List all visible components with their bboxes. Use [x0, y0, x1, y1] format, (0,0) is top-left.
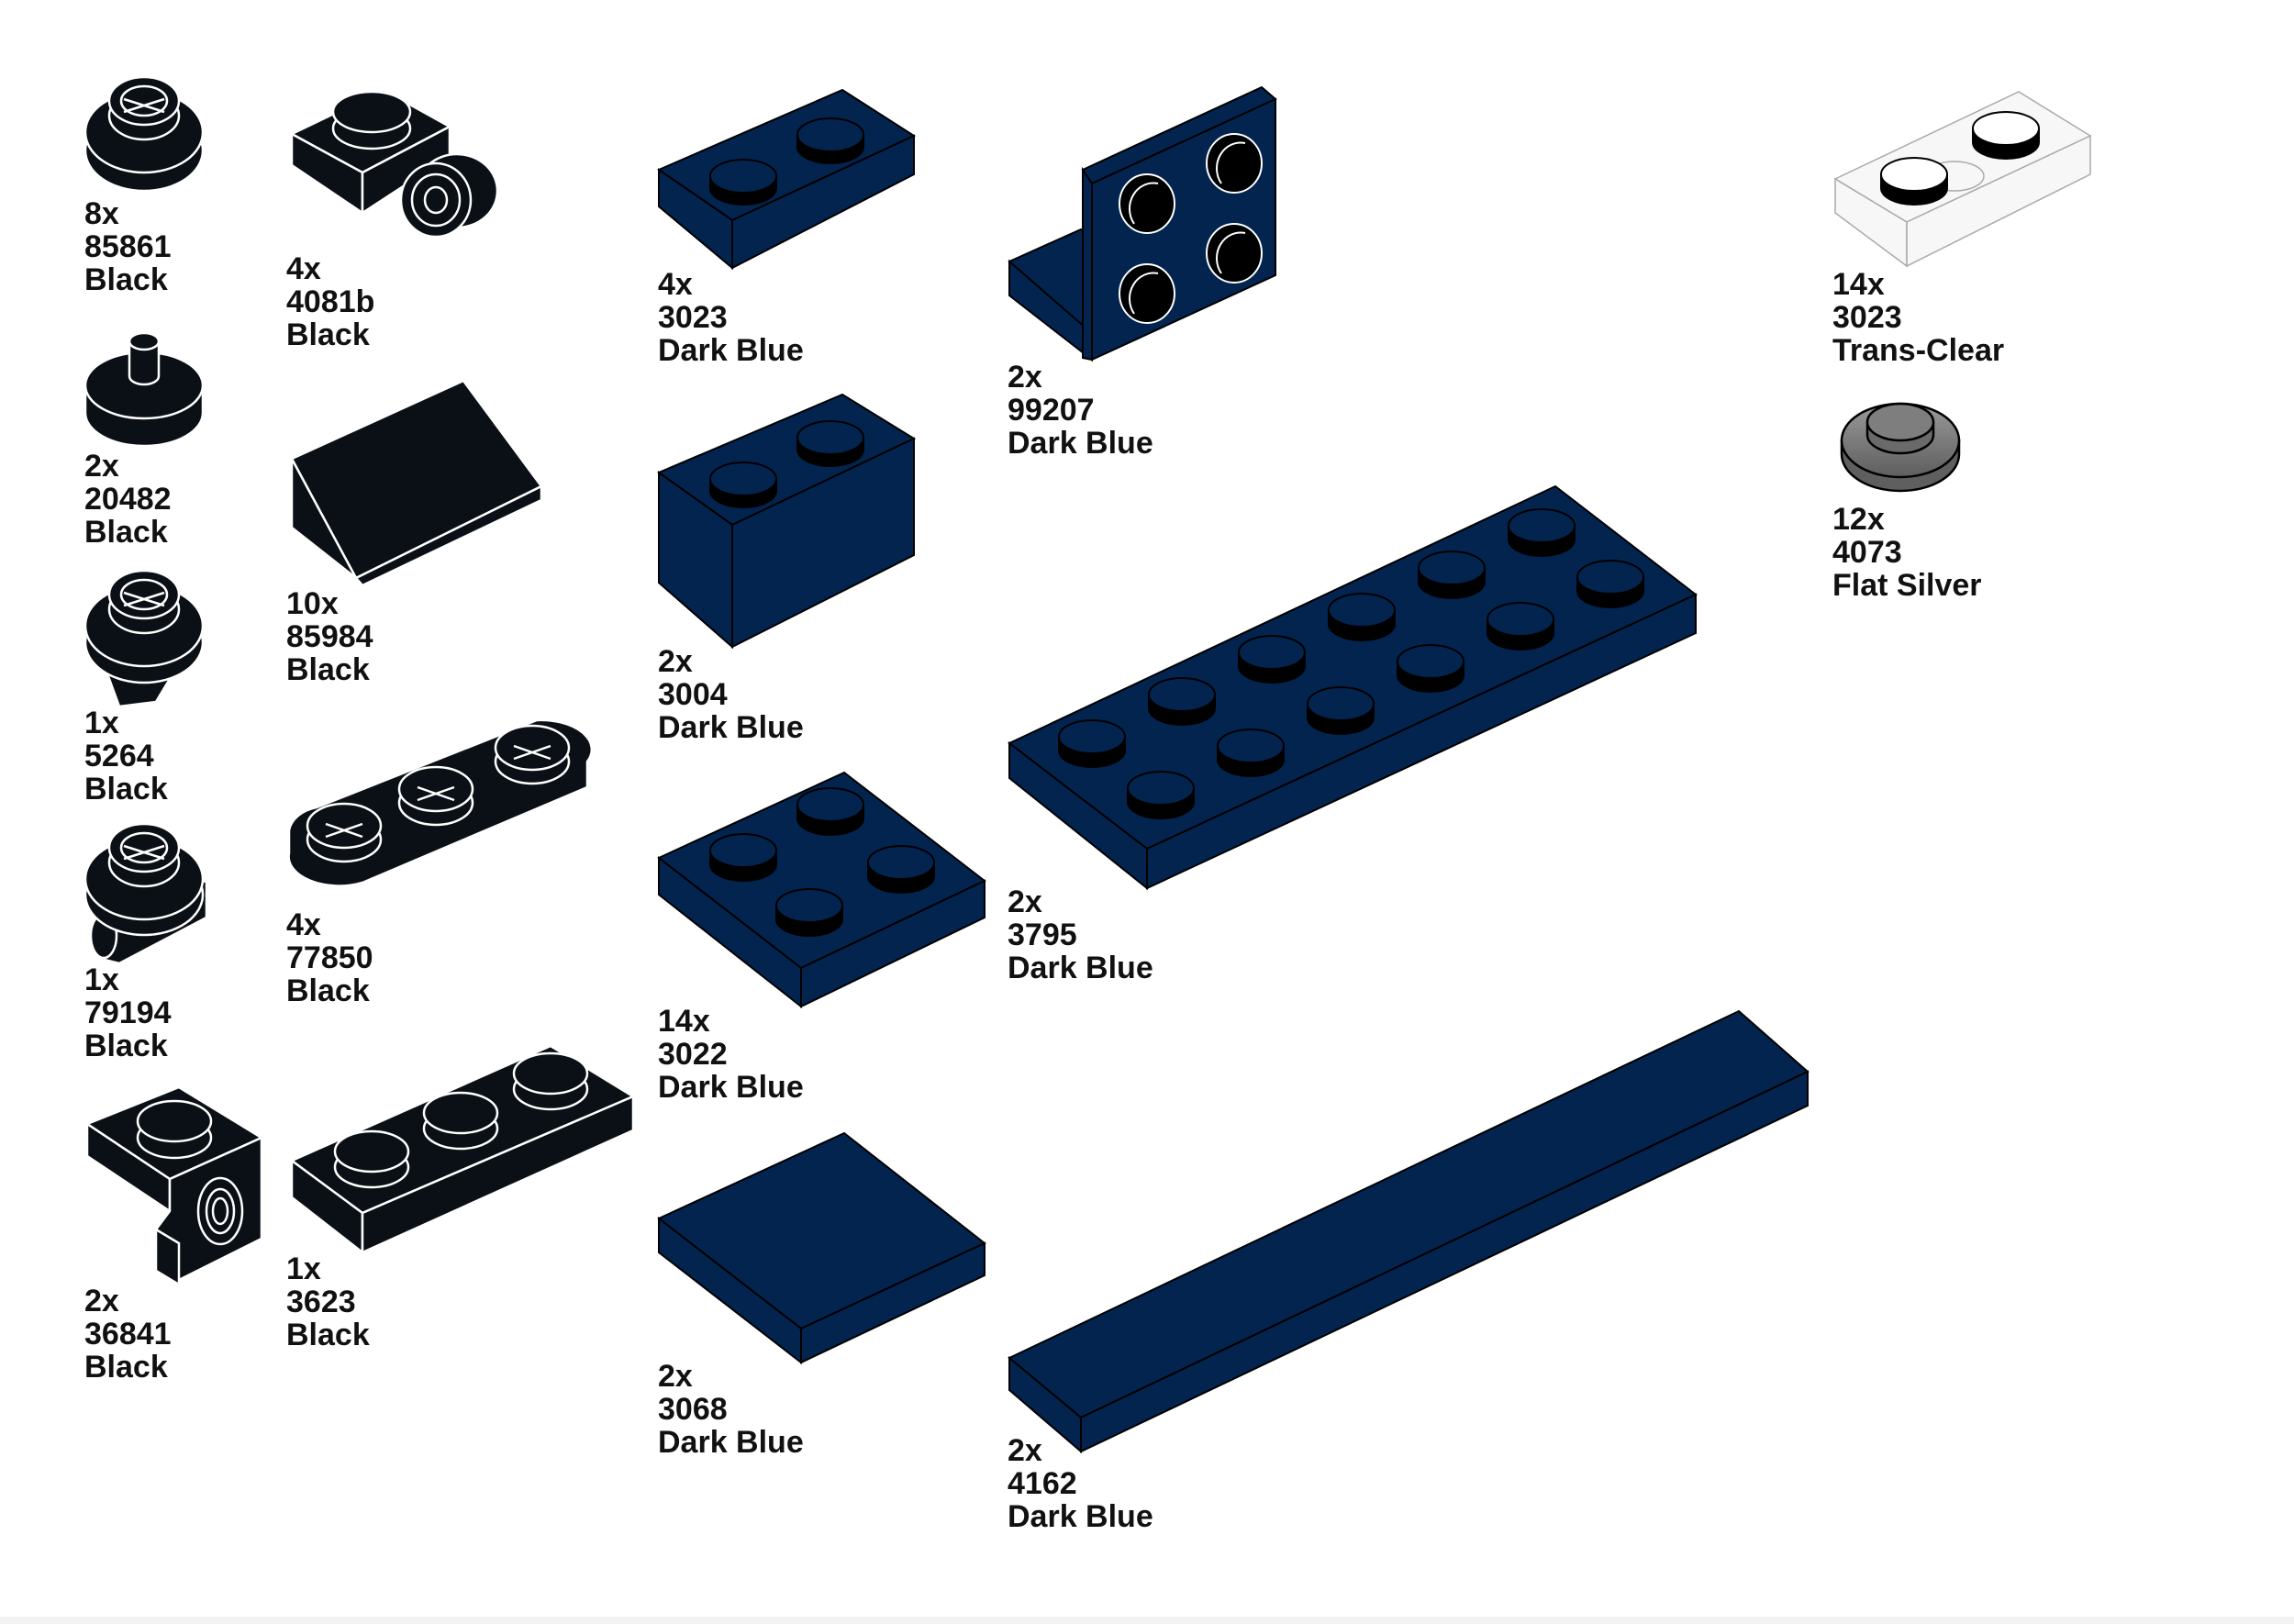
part-qty: 2x	[84, 1284, 119, 1318]
part-number: 5264	[84, 739, 154, 773]
part-qty: 2x	[84, 449, 119, 484]
part-label-79194: 1x 79194 Black	[84, 963, 172, 1062]
part-3022-icon	[657, 771, 986, 1009]
part-color: Dark Blue	[1008, 951, 1153, 985]
part-3068-icon	[657, 1131, 986, 1365]
part-qty: 2x	[1008, 360, 1042, 395]
part-label-4162: 2x 4162 Dark Blue	[1008, 1434, 1153, 1533]
part-color: Trans-Clear	[1832, 333, 2005, 368]
part-85861-icon	[84, 75, 205, 193]
part-number: 3068	[658, 1392, 728, 1427]
part-color: Black	[84, 1029, 168, 1063]
part-4073-icon	[1840, 402, 1961, 493]
part-99207-icon	[1008, 85, 1277, 362]
part-color: Black	[84, 515, 168, 550]
part-color: Dark Blue	[658, 333, 804, 368]
part-color: Dark Blue	[658, 1070, 804, 1105]
part-3795-icon	[1008, 484, 1698, 891]
part-qty: 10x	[286, 586, 339, 621]
part-qty: 1x	[84, 962, 119, 997]
part-number: 79194	[84, 996, 172, 1030]
part-3023-trans-clear-studs	[1880, 111, 2040, 206]
part-color: Dark Blue	[1008, 426, 1153, 461]
part-qty: 14x	[1832, 267, 1885, 302]
part-qty: 4x	[286, 251, 321, 286]
part-color: Dark Blue	[1008, 1499, 1153, 1534]
part-number: 4162	[1008, 1466, 1077, 1501]
part-color: Black	[286, 973, 370, 1008]
part-label-5264: 1x 5264 Black	[84, 706, 168, 806]
part-color: Dark Blue	[658, 710, 804, 745]
part-label-77850: 4x 77850 Black	[286, 908, 373, 1007]
part-number: 3022	[658, 1037, 728, 1072]
part-number: 4073	[1832, 535, 1902, 570]
part-qty: 1x	[84, 706, 119, 740]
part-number: 3023	[658, 300, 728, 335]
part-qty: 2x	[658, 644, 693, 679]
part-qty: 2x	[1008, 884, 1042, 919]
part-label-20482: 2x 20482 Black	[84, 450, 172, 549]
part-3004-icon	[656, 393, 917, 650]
bottom-border	[0, 1617, 2294, 1624]
part-4162-icon	[1008, 1009, 1810, 1454]
part-label-3623: 1x 3623 Black	[286, 1252, 370, 1351]
part-79194-icon	[84, 822, 208, 965]
part-qty: 4x	[286, 907, 321, 942]
part-color: Black	[286, 317, 370, 352]
part-label-85984: 10x 85984 Black	[286, 587, 373, 686]
part-number: 3023	[1832, 300, 1902, 335]
part-color: Black	[84, 1350, 168, 1385]
part-number: 77850	[286, 940, 373, 975]
part-20482-icon	[84, 331, 205, 448]
part-number: 20482	[84, 482, 172, 517]
part-label-3023-trans-clear: 14x 3023 Trans-Clear	[1832, 268, 2004, 367]
part-color: Black	[286, 1318, 370, 1352]
part-number: 3004	[658, 677, 728, 712]
part-qty: 2x	[658, 1359, 693, 1394]
part-label-85861: 8x 85861 Black	[84, 197, 172, 296]
part-label-3068: 2x 3068 Dark Blue	[658, 1360, 804, 1459]
part-qty: 4x	[658, 267, 693, 302]
part-label-4073: 12x 4073 Flat Silver	[1832, 503, 1982, 602]
part-label-3022: 14x 3022 Dark Blue	[658, 1005, 804, 1104]
part-number: 4081b	[286, 284, 375, 319]
part-36841-icon	[84, 1085, 264, 1287]
part-3023-trans-clear-icon	[1833, 91, 2092, 268]
part-color: Black	[84, 772, 168, 806]
part-number: 85861	[84, 229, 172, 264]
part-qty: 14x	[658, 1004, 710, 1039]
part-number: 3623	[286, 1285, 356, 1319]
part-3023-dark-blue-icon	[656, 88, 917, 271]
part-color: Flat Silver	[1832, 568, 1982, 603]
part-number: 36841	[84, 1317, 172, 1351]
part-color: Black	[84, 262, 168, 297]
part-4081b-icon	[289, 88, 499, 239]
part-label-3023-dark-blue: 4x 3023 Dark Blue	[658, 268, 804, 367]
part-label-4081b: 4x 4081b Black	[286, 252, 374, 351]
part-77850-icon	[287, 718, 594, 887]
part-qty: 12x	[1832, 502, 1885, 537]
part-qty: 2x	[1008, 1433, 1042, 1468]
part-5264-icon	[84, 569, 205, 708]
part-label-3004: 2x 3004 Dark Blue	[658, 645, 804, 744]
part-number: 99207	[1008, 393, 1095, 428]
part-label-36841: 2x 36841 Black	[84, 1285, 172, 1384]
part-qty: 1x	[286, 1251, 321, 1286]
part-number: 85984	[286, 619, 373, 654]
part-label-99207: 2x 99207 Dark Blue	[1008, 361, 1153, 460]
part-85984-icon	[290, 379, 543, 587]
part-3623-icon	[289, 1044, 636, 1255]
part-number: 3795	[1008, 918, 1077, 952]
part-label-3795: 2x 3795 Dark Blue	[1008, 885, 1153, 984]
part-color: Black	[286, 652, 370, 687]
part-qty: 8x	[84, 196, 119, 231]
part-color: Dark Blue	[658, 1425, 804, 1460]
